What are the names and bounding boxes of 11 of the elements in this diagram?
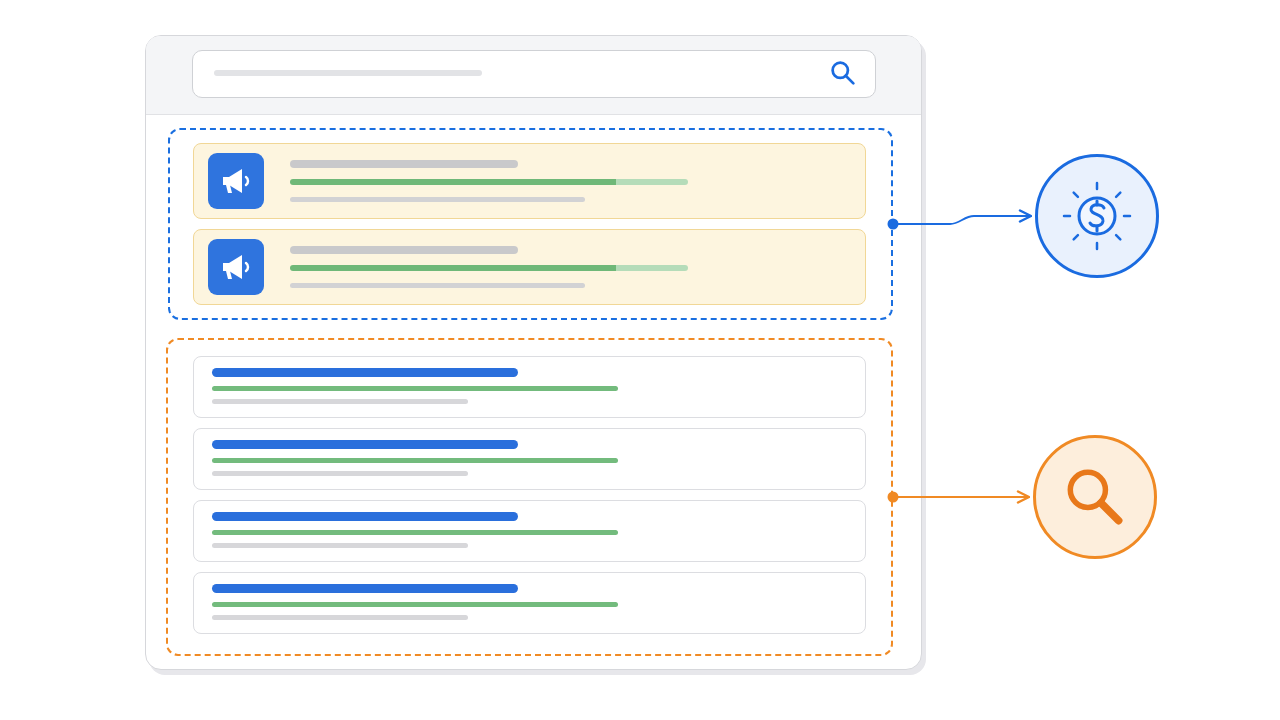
organic-results-frame [166,338,893,656]
search-result-card [193,500,866,562]
search-result-card [193,356,866,418]
search-result-card [193,572,866,634]
connector-arrow [887,490,1031,504]
ad-result-card [193,229,866,305]
connector-arrow [887,209,1033,230]
search-field [192,50,876,98]
ad-results-frame [168,128,893,320]
search-result-card [193,428,866,490]
ad-result-card [193,143,866,219]
